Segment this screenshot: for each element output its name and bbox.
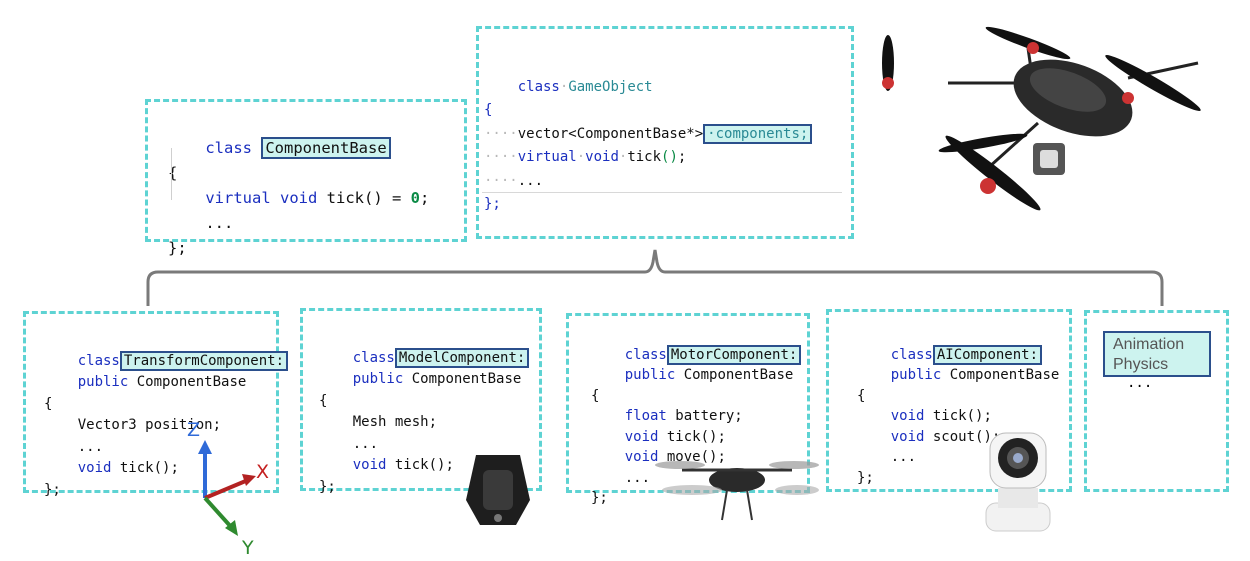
base-class: ComponentBase bbox=[403, 371, 522, 387]
virtual-keyword: virtual bbox=[517, 149, 577, 165]
member-line: Mesh mesh; bbox=[352, 414, 438, 430]
class-keyword: class bbox=[77, 352, 120, 369]
animation-label: Animation bbox=[1113, 336, 1185, 353]
public-keyword: public bbox=[77, 374, 129, 390]
model-component-name: ModelComponent: bbox=[394, 347, 530, 368]
semicolon: ; bbox=[677, 149, 687, 165]
void-keyword: void bbox=[280, 189, 318, 207]
member-line: ... bbox=[890, 449, 917, 465]
ai-component-name: AIComponent: bbox=[932, 344, 1043, 365]
brace-open: { bbox=[168, 164, 178, 182]
axis-y-label: Y bbox=[242, 537, 254, 559]
brace-close: }; bbox=[319, 478, 336, 495]
components-member: ·components; bbox=[703, 123, 813, 144]
member-line: ... bbox=[352, 435, 379, 452]
brace-close: }; bbox=[591, 490, 608, 506]
class-keyword: class bbox=[352, 349, 395, 366]
game-object-name: GameObject bbox=[568, 78, 653, 95]
drone-illustration bbox=[882, 26, 1201, 211]
brace-open: { bbox=[857, 387, 866, 404]
class-keyword: class bbox=[624, 346, 667, 363]
brace-close: }; bbox=[168, 239, 187, 257]
extra-components-label: Animation Physics bbox=[1103, 331, 1211, 377]
axis-z-label: Z bbox=[187, 419, 201, 441]
ellipsis: ... bbox=[517, 172, 544, 189]
brace-open: { bbox=[319, 392, 328, 409]
base-class: ComponentBase bbox=[675, 367, 794, 383]
game-object-box: class·GameObject{····vector<ComponentBas… bbox=[476, 26, 854, 239]
indent-dots: ···· bbox=[484, 149, 518, 165]
base-class: ComponentBase bbox=[128, 374, 247, 390]
class-keyword: class bbox=[517, 78, 560, 95]
ellipsis: ... bbox=[205, 214, 234, 232]
brace-close: }; bbox=[44, 481, 61, 498]
public-keyword: public bbox=[890, 367, 942, 383]
motor-component-name: MotorComponent: bbox=[666, 344, 802, 365]
member-line: ... bbox=[624, 469, 651, 486]
class-keyword: class bbox=[890, 346, 933, 363]
brace-open: { bbox=[484, 102, 493, 118]
axis-x-label: X bbox=[256, 461, 270, 483]
brace-open: { bbox=[44, 395, 53, 412]
base-class: ComponentBase bbox=[941, 367, 1060, 383]
component-base-box: class ComponentBase { virtual void tick()… bbox=[145, 99, 467, 257]
virtual-keyword: virtual bbox=[205, 189, 271, 207]
indent-dots: ···· bbox=[484, 125, 518, 142]
folded-drone-illustration bbox=[466, 455, 530, 525]
space-dot: · bbox=[559, 78, 569, 95]
class-keyword: class bbox=[205, 139, 252, 157]
component-base-name: ComponentBase bbox=[261, 137, 391, 159]
camera-illustration bbox=[985, 432, 1051, 532]
public-keyword: public bbox=[624, 367, 676, 383]
axes-gizmo bbox=[198, 440, 256, 536]
brace-close: }; bbox=[484, 196, 501, 212]
extra-components-box: Animation Physics ... bbox=[1084, 310, 1229, 492]
tick-parens: () bbox=[661, 149, 678, 165]
tick-name: tick bbox=[627, 149, 662, 165]
semicolon: ; bbox=[420, 189, 430, 207]
flying-drone-illustration bbox=[655, 461, 819, 521]
transform-component-name: TransformComponent: bbox=[119, 350, 289, 371]
void-keyword: void bbox=[585, 149, 619, 165]
member-line: ... bbox=[77, 438, 104, 455]
public-keyword: public bbox=[352, 371, 404, 387]
vector-type: vector<ComponentBase*> bbox=[517, 125, 704, 142]
member-line: Vector3 position; bbox=[77, 417, 222, 433]
zero-literal: 0 bbox=[410, 189, 420, 207]
brace-close: }; bbox=[857, 469, 874, 486]
tick-signature: tick() = bbox=[317, 189, 411, 207]
physics-label: Physics bbox=[1113, 356, 1169, 373]
indent-dots: ···· bbox=[484, 172, 518, 189]
more-ellipsis: ... bbox=[1127, 375, 1153, 391]
brace-open: { bbox=[591, 387, 600, 404]
